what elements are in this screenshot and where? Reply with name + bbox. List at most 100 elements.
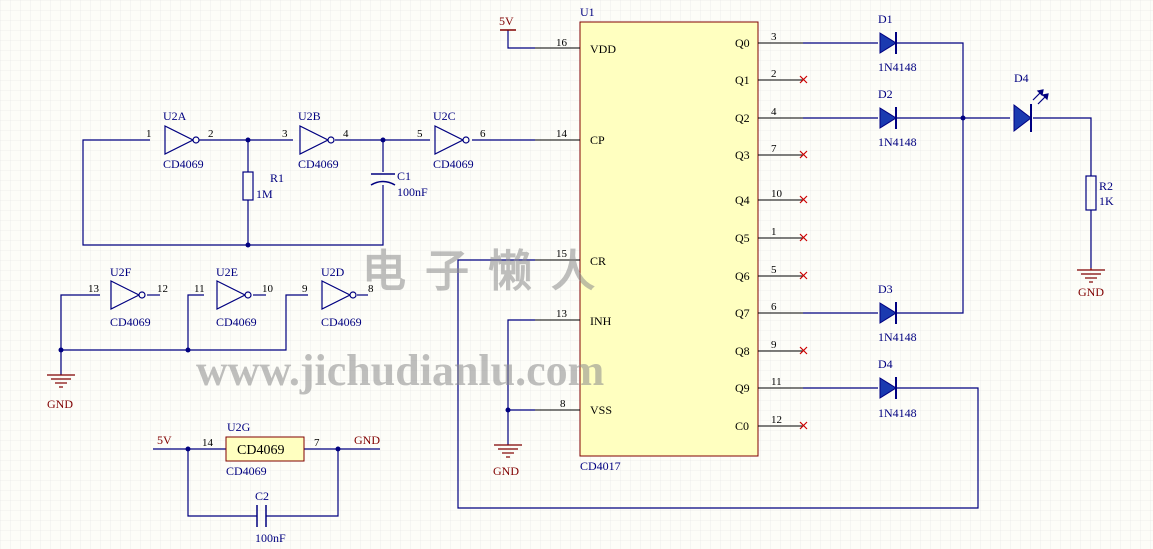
gate-u2c[interactable]: U2C CD4069 5 6 [417, 109, 486, 171]
u2d-in-pin: 9 [302, 283, 308, 295]
u1-pin-inh: INH [590, 314, 612, 328]
diode-d3[interactable]: D3 1N4148 [878, 282, 917, 344]
u1-pin1-num: 1 [771, 226, 777, 238]
u1-pin3-num: 3 [771, 31, 777, 43]
led-light-rays-icon [1032, 89, 1049, 105]
u2f-out-pin: 12 [157, 283, 168, 295]
gnd-label-r2: GND [1078, 285, 1104, 299]
d3-part: 1N4148 [878, 330, 917, 344]
capacitor-c2[interactable]: C2 100nF [255, 489, 286, 545]
u2a-ref: U2A [163, 109, 187, 123]
diode-d4-q9[interactable]: D4 1N4148 [878, 357, 917, 420]
u1-pin-q0: Q0 [735, 36, 750, 50]
vcc-symbol-u1: 5V [499, 14, 516, 31]
gnd-symbol-r2 [1077, 268, 1105, 283]
u1-pin4-num: 4 [771, 106, 777, 118]
u1-pin-c0: C0 [735, 419, 749, 433]
u1-part: CD4017 [580, 459, 621, 473]
gnd-symbol-spare [47, 374, 75, 388]
u2a-part: CD4069 [163, 157, 204, 171]
u1-pin-q3: Q3 [735, 148, 750, 162]
d2-ref: D2 [878, 87, 893, 101]
r2-ref: R2 [1099, 179, 1113, 193]
u1-pin-q7: Q7 [735, 306, 750, 320]
u1-pin-cp: CP [590, 133, 605, 147]
u2d-out-pin: 8 [368, 283, 374, 295]
u2e-part: CD4069 [216, 315, 257, 329]
u2f-ref: U2F [110, 265, 132, 279]
u1-pin9-num: 9 [771, 339, 777, 351]
c1-value: 100nF [397, 185, 428, 199]
u1-pin-q1: Q1 [735, 73, 750, 87]
u2g-part: CD4069 [226, 464, 267, 478]
u2c-out-pin: 6 [480, 128, 486, 140]
r2-value: 1K [1099, 194, 1114, 208]
u1-pin13-num: 13 [556, 308, 568, 320]
led-d4[interactable]: D4 [1013, 71, 1049, 133]
u1-right-pin-lines [758, 42, 803, 427]
u2g-vcc-label: 5V [157, 433, 172, 447]
u1-pin7-num: 7 [771, 143, 777, 155]
u2d-ref: U2D [321, 265, 345, 279]
u1-left-pin-lines [535, 47, 580, 411]
u2c-in-pin: 5 [417, 128, 423, 140]
u1-pin5-num: 5 [771, 264, 777, 276]
u2b-in-pin: 3 [282, 128, 288, 140]
resistor-r2[interactable]: R2 1K [1085, 175, 1114, 211]
u1-pin8-num: 8 [560, 398, 566, 410]
d4-q9-part: 1N4148 [878, 406, 917, 420]
u2f-part: CD4069 [110, 315, 151, 329]
u2f-in-pin: 13 [88, 283, 100, 295]
u1-pin-q9: Q9 [735, 381, 750, 395]
gnd-label-spare: GND [47, 397, 73, 411]
gnd-label-u1: GND [493, 464, 519, 478]
u2a-in-pin: 1 [146, 128, 152, 140]
u1-pin16-num: 16 [556, 37, 568, 49]
u2c-ref: U2C [433, 109, 456, 123]
u1-pin-q5: Q5 [735, 231, 750, 245]
gate-u2e[interactable]: U2E CD4069 11 10 [194, 265, 274, 329]
u1-pin15-num: 15 [556, 248, 568, 260]
r1-ref: R1 [270, 171, 284, 185]
u2b-part: CD4069 [298, 157, 339, 171]
gate-u2a[interactable]: U2A CD4069 1 2 [146, 109, 214, 171]
c2-ref: C2 [255, 489, 269, 503]
u1-pin11-num: 11 [771, 376, 782, 388]
diode-d2[interactable]: D2 1N4148 [878, 87, 917, 149]
u1-pin-q2: Q2 [735, 111, 750, 125]
no-connect-markers [799, 75, 808, 430]
u2a-out-pin: 2 [208, 128, 214, 140]
c1-ref: C1 [397, 169, 411, 183]
u2d-part: CD4069 [321, 315, 362, 329]
watermark-chinese: 电 子 懒 人 [362, 247, 599, 296]
u2g-ref: U2G [227, 420, 251, 434]
d2-part: 1N4148 [878, 135, 917, 149]
vcc-label-u1: 5V [499, 14, 514, 28]
c2-value: 100nF [255, 531, 286, 545]
u1-pin-q4: Q4 [735, 193, 750, 207]
u2c-part: CD4069 [433, 157, 474, 171]
u1-ref: U1 [580, 5, 595, 19]
diode-d1[interactable]: D1 1N4148 [878, 12, 917, 74]
u1-pin2-num: 2 [771, 68, 777, 80]
gnd-symbol-u1 [494, 444, 522, 458]
u1-pin6-num: 6 [771, 301, 777, 313]
capacitor-c1[interactable]: C1 100nF [370, 169, 428, 199]
r1-value: 1M [256, 187, 273, 201]
gate-u2d[interactable]: U2D CD4069 9 8 [302, 265, 374, 329]
u2b-ref: U2B [298, 109, 321, 123]
u1-pin-vss: VSS [590, 403, 612, 417]
u1-pin-q6: Q6 [735, 269, 750, 283]
resistor-r1[interactable]: R1 1M [242, 171, 284, 201]
d4-q9-ref: D4 [878, 357, 893, 371]
d1-part: 1N4148 [878, 60, 917, 74]
u1-counter-ic[interactable]: U1 CD4017 [579, 5, 759, 473]
u2b-out-pin: 4 [343, 128, 349, 140]
gate-u2f[interactable]: U2F CD4069 13 12 [88, 265, 168, 329]
u2g-power-block[interactable]: CD4069 U2G CD4069 14 7 [202, 420, 320, 478]
gate-u2b[interactable]: U2B CD4069 3 4 [282, 109, 349, 171]
u1-pin-vdd: VDD [590, 42, 616, 56]
u1-pin14-num: 14 [556, 128, 568, 140]
